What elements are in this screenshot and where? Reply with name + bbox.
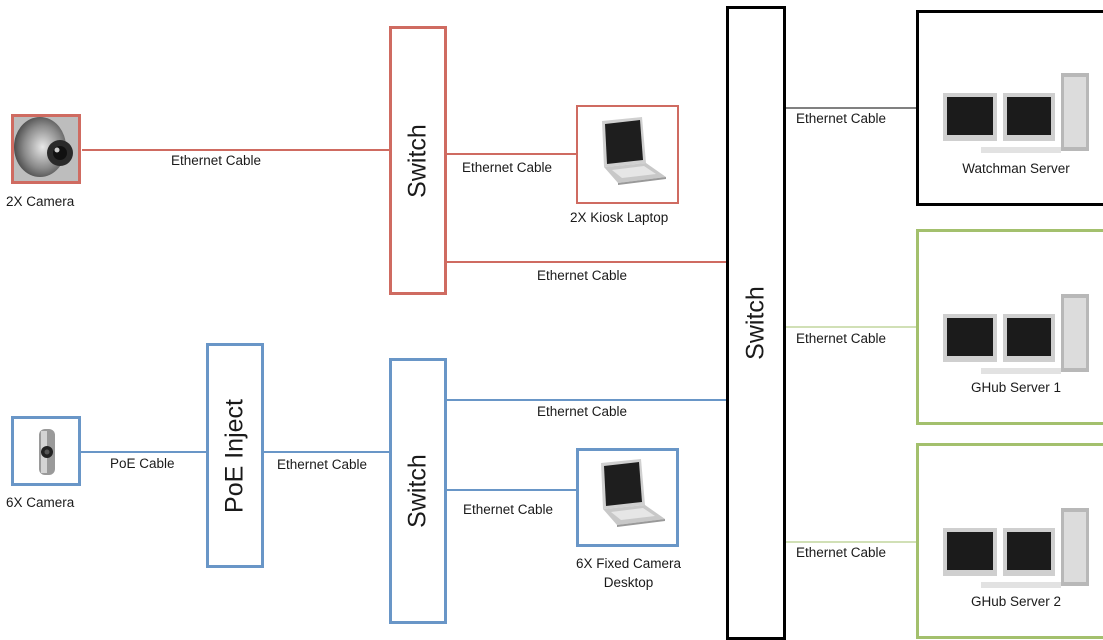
switch-bottom: Switch (389, 358, 447, 624)
cable-label-2x-camera: Ethernet Cable (171, 153, 262, 168)
poe-injector-label: PoE Inject (220, 398, 249, 513)
cable-label-poe-switch: Ethernet Cable (277, 457, 368, 472)
cable-label-switch-desktop: Ethernet Cable (463, 502, 554, 517)
fixed-desktop-label-line2: Desktop (603, 575, 654, 590)
watchman-server-label: Watchman Server (962, 161, 1070, 176)
cable-label-switch-bottom-main: Ethernet Cable (537, 404, 628, 419)
poe-injector: PoE Inject (206, 343, 264, 568)
fixed-desktop-label-line1: 6X Fixed Camera (575, 556, 682, 571)
camera-2x-label: 2X Camera (6, 194, 75, 209)
switch-main-label: Switch (741, 286, 770, 360)
camera-6x-label: 6X Camera (6, 495, 75, 510)
fixed-desktop-photo (576, 448, 679, 547)
switch-top-label: Switch (403, 123, 432, 198)
cable-label-switch-kiosk: Ethernet Cable (462, 160, 553, 175)
laptop-icon (602, 117, 666, 185)
kiosk-laptop-label: 2X Kiosk Laptop (570, 210, 669, 225)
switch-main: Switch (726, 6, 786, 640)
camera-icon (39, 429, 55, 475)
cable-label-poe: PoE Cable (110, 456, 175, 471)
camera-6x-photo (11, 416, 81, 486)
kiosk-laptop-photo (576, 105, 679, 204)
server-workstation-icon (943, 73, 1089, 153)
ghub-server-1-label: GHub Server 1 (970, 380, 1062, 395)
cable-label-main-ghub2: Ethernet Cable (796, 545, 887, 560)
server-workstation-icon (943, 294, 1089, 374)
switch-top: Switch (389, 26, 447, 295)
ghub-server-1: GHub Server 1 (916, 229, 1103, 425)
ghub-server-2: GHub Server 2 (916, 443, 1103, 639)
ghub-server-2-label: GHub Server 2 (970, 594, 1062, 609)
camera-icon (14, 117, 78, 181)
switch-bottom-label: Switch (403, 454, 432, 528)
cable-label-switch-top-main: Ethernet Cable (537, 268, 628, 283)
watchman-server: Watchman Server (916, 10, 1103, 206)
camera-2x-photo (11, 114, 81, 184)
server-workstation-icon (943, 508, 1089, 588)
cable-label-main-ghub1: Ethernet Cable (796, 331, 887, 346)
laptop-icon (601, 459, 665, 527)
cable-label-main-watchman: Ethernet Cable (796, 111, 887, 126)
